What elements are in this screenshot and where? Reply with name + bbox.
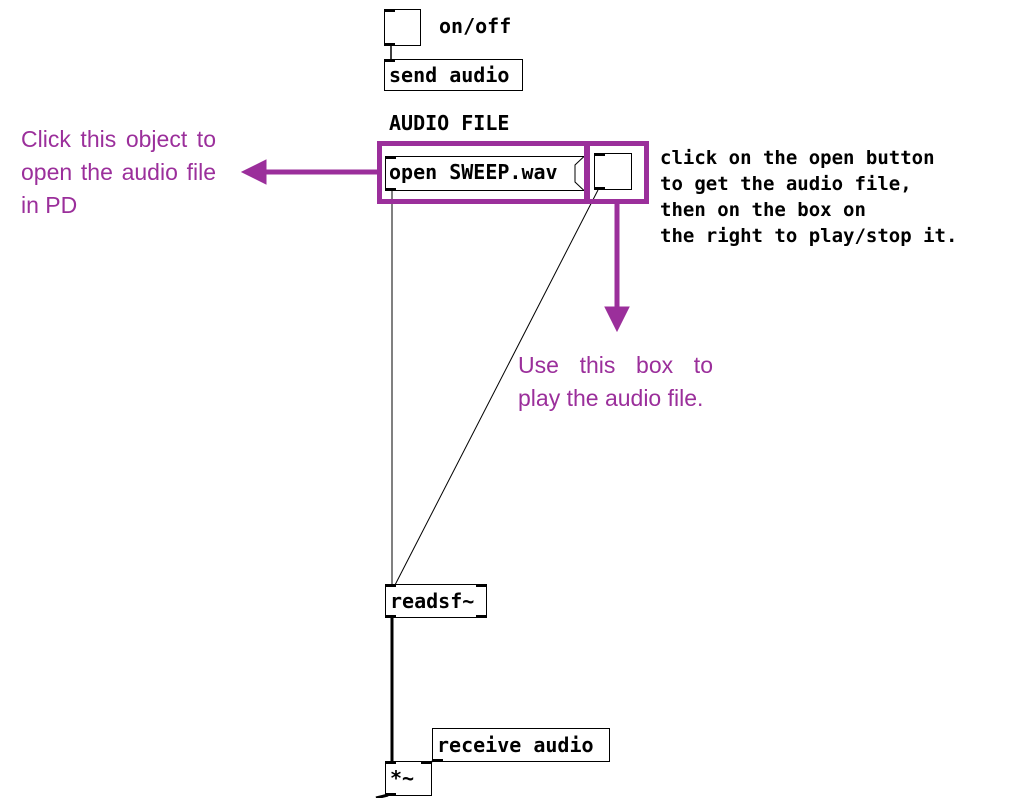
open-message-highlight [377, 141, 590, 204]
play-box-annotation: Use this box to play the audio file. [518, 352, 713, 411]
send-audio-text: send audio [389, 63, 510, 87]
open-file-message[interactable]: open SWEEP.wav [385, 156, 585, 191]
onoff-toggle[interactable] [384, 9, 421, 46]
instruction-line: then on the box on [660, 199, 866, 221]
readsf-object[interactable]: readsf~ [385, 584, 487, 618]
instruction-line: click on the open button [660, 147, 935, 169]
readsf-text: readsf~ [390, 589, 475, 613]
receive-audio-text: receive audio [437, 733, 594, 757]
instruction-line: to get the audio file, [660, 173, 912, 195]
play-stop-toggle[interactable] [594, 153, 632, 190]
instruction-line: the right to play/stop it. [660, 225, 958, 247]
open-file-text: open SWEEP.wav [389, 160, 558, 184]
multiply-signal-object[interactable]: *~ [385, 761, 432, 796]
send-audio-object[interactable]: send audio [384, 59, 523, 91]
instruction-comment: click on the open button to get the audi… [660, 145, 957, 249]
open-object-annotation: Click this object to open the audio file… [21, 126, 216, 218]
onoff-label: on/off [439, 14, 512, 38]
receive-audio-object[interactable]: receive audio [432, 728, 610, 762]
arrow-left-annotation [240, 159, 378, 185]
audio-file-label: AUDIO FILE [389, 111, 510, 135]
play-toggle-highlight [584, 141, 649, 204]
multiply-text: *~ [390, 766, 415, 790]
arrow-down-annotation [604, 203, 630, 333]
